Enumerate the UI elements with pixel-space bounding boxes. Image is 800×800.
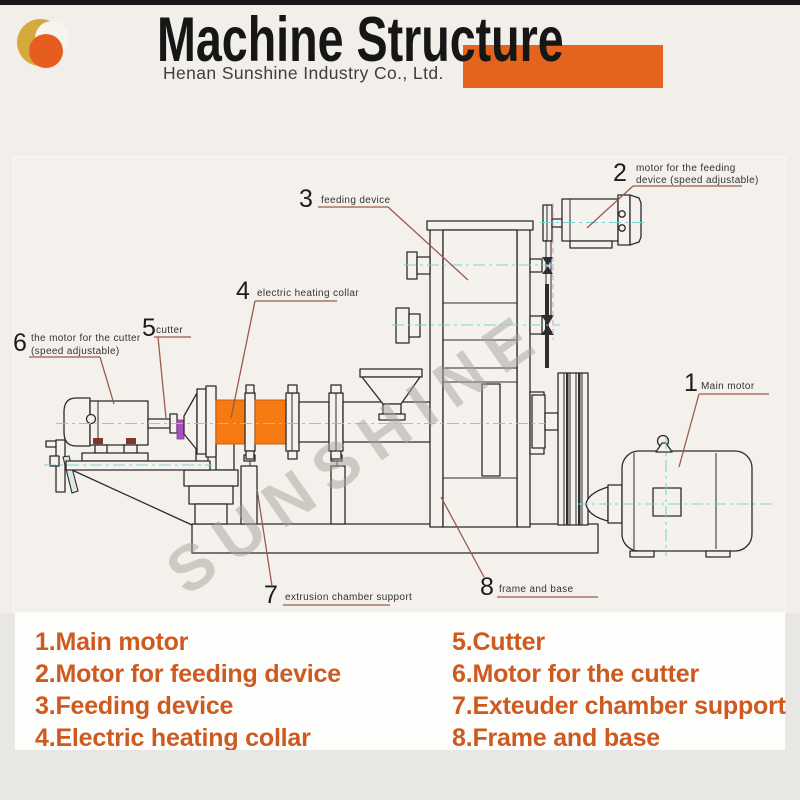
feeding-motor-drawing [542,194,642,249]
label-6-number: 6 [13,329,27,357]
label-4-text: electric heating collar [257,288,359,299]
label-8-text: frame and base [499,584,573,595]
legend-item-3: 3.Feeding device [35,692,234,720]
logo-orange-dot [29,34,63,68]
label-4-heating-collar: 4 electric heating collar [230,277,359,419]
extrusion-barrel-drawing [215,384,431,460]
pulley-stack-drawing [557,372,589,526]
cutter-and-die-drawing [147,385,217,458]
legend-item-7: 7.Exteuder chamber support [452,692,786,720]
main-motor-drawing [585,434,753,558]
page-title: Machine Structure [157,5,564,75]
label-5-cutter: 5 cutter [142,314,191,419]
label-3-text: feeding device [321,195,390,206]
company-logo-icon [14,14,80,76]
bottom-strip [0,750,800,800]
frame-and-base-drawing [71,442,599,554]
label-6-text-line2: (speed adjustable) [31,346,120,357]
legend-left-column: 1.Main motor 2.Motor for feeding device … [35,626,341,754]
label-8-number: 8 [480,573,494,601]
legend-item-5: 5.Cutter [452,628,545,656]
label-2-text-line2: device (speed adjustable) [636,175,759,186]
label-5-text: cutter [156,325,183,336]
cutter-blade [176,419,185,440]
top-bar [0,0,800,5]
label-7-text: extrusion chamber support [285,592,412,603]
legend-right-column: 5.Cutter 6.Motor for the cutter 7.Exteud… [452,626,786,754]
label-7-chamber-support: 7 extrusion chamber support [256,488,412,609]
legend-item-4: 4.Electric heating collar [35,724,311,752]
legend-item-6: 6.Motor for the cutter [452,660,699,688]
legend-item-1: 1.Main motor [35,628,189,656]
extrusion-chamber-support-drawing [240,451,346,525]
legend-item-2: 2.Motor for feeding device [35,660,341,688]
label-4-number: 4 [236,277,250,305]
label-6-text-line1: the motor for the cutter [31,333,141,344]
label-7-number: 7 [264,581,278,609]
belt-drive-drawing [541,240,554,368]
label-6-cutter-motor: 6 the motor for the cutter (speed adjust… [13,329,141,405]
heating-collar-2 [254,399,287,445]
label-2-feeding-motor: 2 motor for the feeding device (speed ad… [586,159,759,229]
label-2-text-line1: motor for the feeding [636,163,736,174]
feeding-device-drawing [395,220,559,528]
label-1-number: 1 [684,369,698,397]
label-1-text: Main motor [701,381,755,392]
company-subtitle: Henan Sunshine Industry Co., Ltd. [163,63,444,83]
label-3-feeding-device: 3 feeding device [299,185,469,281]
legend-item-8: 8.Frame and base [452,724,661,752]
label-5-number: 5 [142,314,156,342]
legend-panel: 1.Main motor 2.Motor for feeding device … [15,613,786,752]
label-8-frame-and-base: 8 frame and base [440,496,598,601]
title-accent-bar [463,45,663,88]
label-1-main-motor: 1 Main motor [678,369,769,468]
hopper-drawing [359,368,423,421]
label-2-number: 2 [613,159,627,187]
heating-collar-1 [215,399,247,445]
label-3-number: 3 [299,185,313,213]
centerlines [44,203,775,556]
